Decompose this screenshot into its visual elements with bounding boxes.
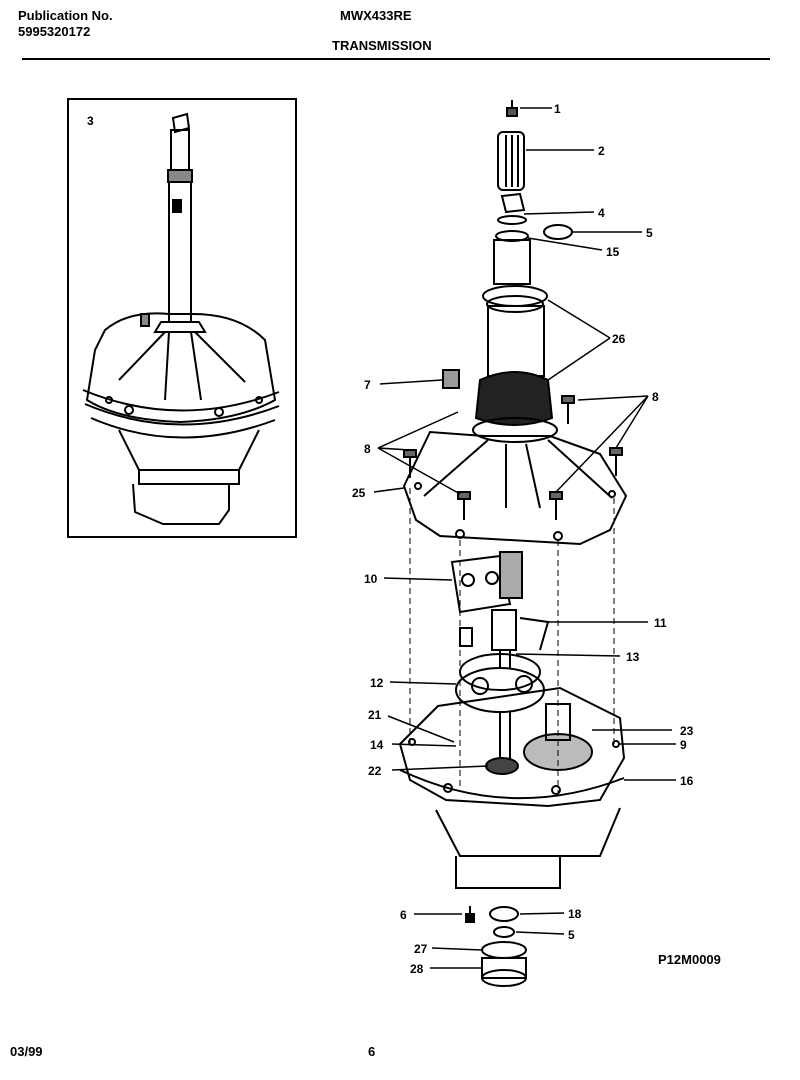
callout-6: 6 [400,908,407,922]
header-rule [22,58,770,60]
assembled-transmission-drawing [82,112,280,525]
callout-21: 21 [368,708,382,722]
publication-label: Publication No. [18,8,113,23]
callout-22: 22 [368,764,382,778]
callout-27: 27 [414,942,428,956]
callout-16: 16 [680,774,694,788]
callout-13: 13 [626,650,640,664]
callout-28: 28 [410,962,424,976]
callout-5: 5 [646,226,653,240]
page-number: 6 [368,1044,376,1059]
model-number: MWX433RE [340,8,412,23]
callout-7: 7 [364,378,371,392]
callout-11: 11 [654,616,667,630]
inset-assembled-view: 3 [67,98,297,538]
callout-23: 23 [680,724,694,738]
callout-18: 18 [568,907,582,921]
callout-15: 15 [606,245,620,259]
callout-8-left: 8 [364,442,371,456]
callout-26: 26 [612,332,626,346]
inset-label: 3 [87,114,94,128]
callout-12: 12 [370,676,384,690]
callout-14: 14 [370,738,384,752]
publication-number: 5995320172 [18,24,91,39]
callout-5-lower: 5 [568,928,575,942]
callout-8-right: 8 [652,390,659,404]
callout-9: 9 [680,738,687,752]
callout-10: 10 [364,572,378,586]
diagram-code: P12M0009 [658,952,721,967]
callout-2: 2 [598,144,605,158]
callout-25: 25 [352,486,366,500]
footer-date: 03/99 [10,1044,43,1059]
section-title: TRANSMISSION [332,38,432,53]
callout-1: 1 [554,102,561,116]
callout-4: 4 [598,206,605,220]
